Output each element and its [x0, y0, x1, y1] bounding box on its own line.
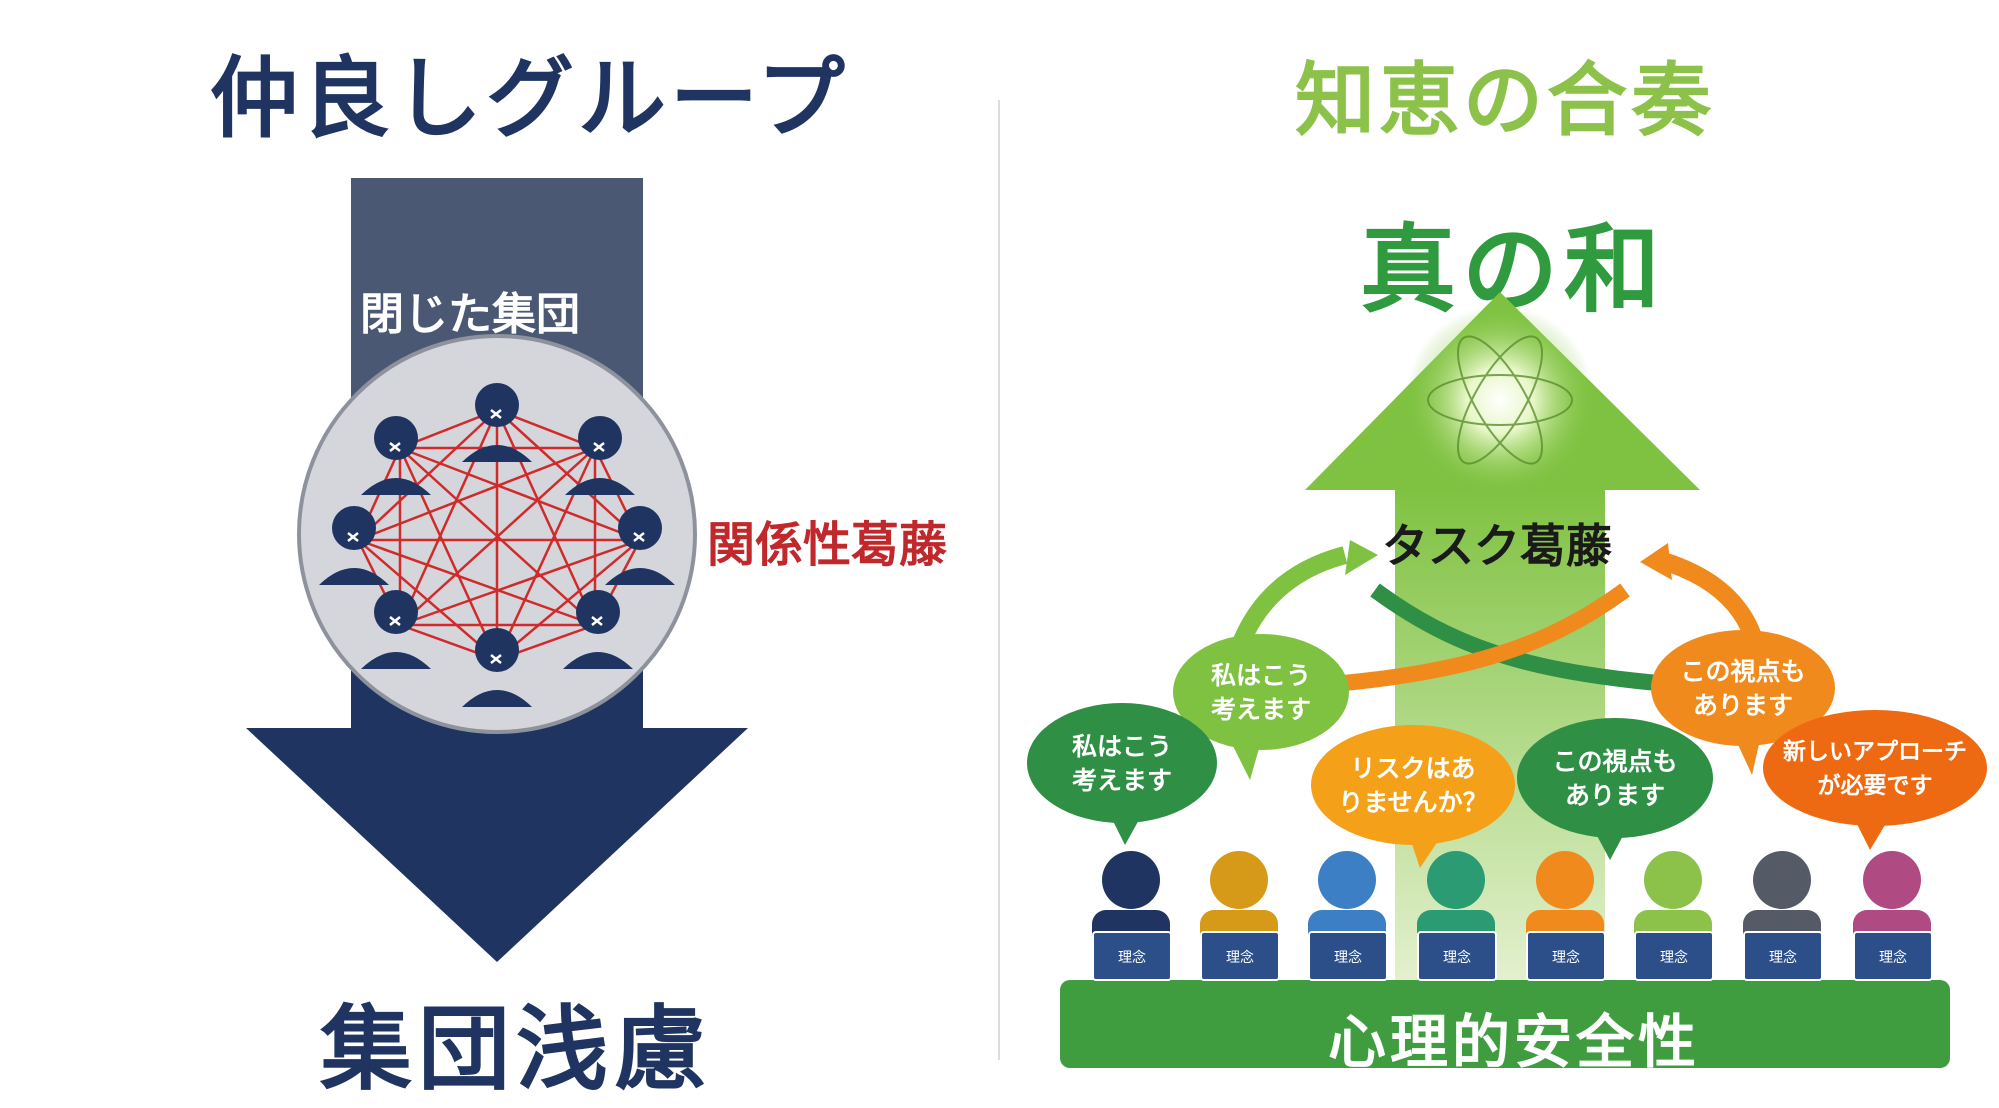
divider: [998, 100, 1000, 1060]
right-diagram: 理念 理念 理念 理念 理念 理念 理念 理念: [1027, 292, 1987, 1068]
book: [1200, 931, 1280, 981]
relationship-conflict-label: 関係性葛藤: [707, 517, 948, 573]
book: [1743, 931, 1823, 981]
bubble-text: 新しいアプローチが必要です: [1783, 739, 1967, 799]
person-icon: [361, 416, 431, 495]
bubble-green-3: [1517, 718, 1713, 838]
person-icon: [565, 416, 635, 495]
book: [1417, 931, 1497, 981]
closed-group-members: [319, 383, 675, 707]
book-label: 理念: [1769, 949, 1797, 966]
bubble-text: 私はこう考えます: [1071, 732, 1172, 795]
speech-bubbles: [1027, 630, 1987, 868]
bubble-green-2: [1027, 703, 1217, 823]
psychological-safety-base: [1060, 980, 1950, 1068]
atom-icon: [1405, 305, 1595, 495]
bubble-text: この視点もあります: [1680, 657, 1806, 720]
right-title: 知恵の合奏: [1295, 54, 1715, 147]
bubble-orange-2: [1651, 630, 1835, 746]
philosophy-books: [1092, 931, 1933, 981]
bubble-text: リスクはありませんか？: [1338, 754, 1488, 817]
book-label: 理念: [1226, 949, 1254, 966]
person-icon: [462, 628, 532, 707]
person-icon: [605, 506, 675, 585]
groupthink-label: 集団浅慮: [320, 996, 713, 1103]
left-diagram: [246, 178, 748, 962]
bubble-orange-3: [1763, 710, 1987, 826]
book-label: 理念: [1552, 949, 1580, 966]
down-arrow-head: [246, 728, 748, 962]
psychological-safety-label: 心理的安全性: [1328, 1008, 1701, 1076]
book-label: 理念: [1443, 949, 1471, 966]
book: [1526, 931, 1606, 981]
book-label: 理念: [1660, 949, 1688, 966]
book-label: 理念: [1118, 949, 1146, 966]
book: [1853, 931, 1933, 981]
task-conflict-label: タスク葛藤: [1382, 519, 1612, 573]
book: [1092, 931, 1172, 981]
left-title: 仲良しグループ: [210, 47, 849, 150]
bubble-text: 私はこう考えます: [1210, 661, 1311, 724]
person-icon: [361, 590, 431, 669]
bubble-orange-1: [1311, 725, 1515, 845]
book-label: 理念: [1879, 949, 1907, 966]
book: [1308, 931, 1388, 981]
book-label: 理念: [1334, 949, 1362, 966]
bubble-green-1: [1173, 634, 1349, 750]
person-icon: [462, 383, 532, 462]
person-icon: [319, 506, 389, 585]
bubble-text: この視点もあります: [1552, 747, 1678, 810]
person-icon: [563, 590, 633, 669]
closed-group-label: 閉じた集団: [360, 289, 580, 340]
book: [1634, 931, 1714, 981]
